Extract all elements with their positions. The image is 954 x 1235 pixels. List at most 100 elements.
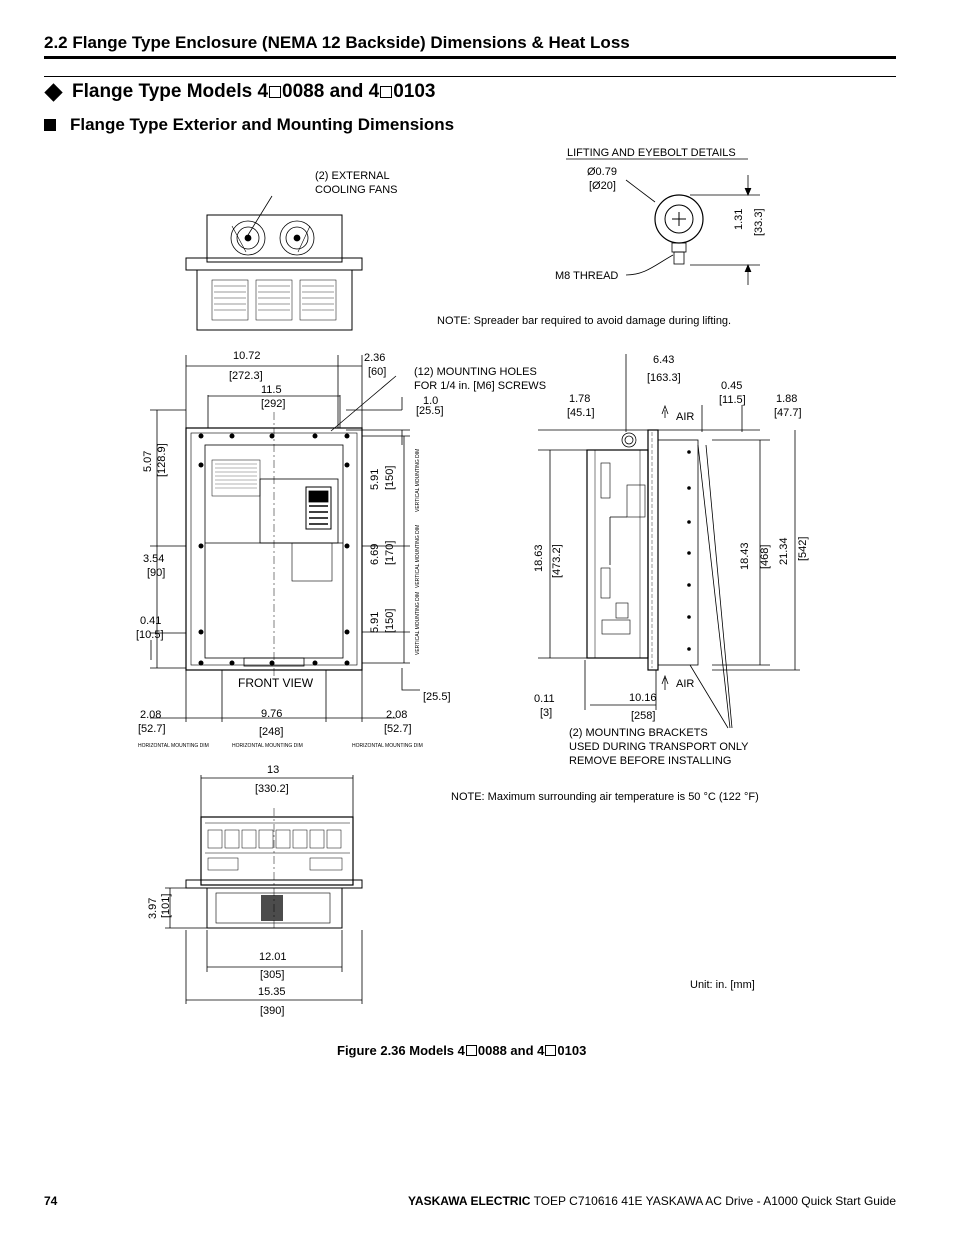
dim-13-mm: [330.2] [255,783,289,795]
dim-18-63: 18.63 [533,544,545,572]
placeholder-box-icon [545,1045,557,1056]
dim-6-43-mm: [163.3] [647,372,681,384]
dim-1-78: 1.78 [569,393,591,405]
dim-10-16-mm: [258] [631,710,656,722]
heading-suffix: 0103 [393,81,436,102]
footer-brand: YASKAWA ELECTRIC [408,1194,531,1208]
caption-prefix: Figure 2.36 Models 4 [337,1043,465,1058]
dim-5-91-lower-mm: [150] [384,608,396,633]
dim-2-08-left-mm: [52.7] [138,723,166,735]
header-rule-thick [44,56,896,59]
dim-1-0: 1.0 [423,395,439,407]
dim-10-72-mm: [272.3] [229,370,263,382]
dim-5-07: 5.07 [142,450,154,472]
dim-21-34: 21.34 [778,537,790,565]
spreader-note: NOTE: Spreader bar required to avoid dam… [437,315,732,327]
m8-thread-label: M8 THREAD [555,270,619,282]
horizontal-mounting-dim-3: HORIZONTAL MOUNTING DIM [352,743,423,749]
dim-9-76: 9.76 [261,708,283,720]
caption-mid: 0088 and 4 [477,1043,545,1058]
dim-25-5-bottom: [25.5] [423,691,451,703]
page-number: 74 [44,1194,58,1208]
dim-2-08-left: 2.08 [140,709,162,721]
air-temperature-note: NOTE: Maximum surrounding air temperatur… [451,791,759,803]
dim-2-08-right-mm: [52.7] [384,723,412,735]
dim-0-11: 0.11 [534,693,555,705]
dim-21-34-mm: [542] [797,536,809,561]
dim-5-91-lower: 5.91 [369,611,381,633]
placeholder-box-icon [269,86,282,98]
dim-1-0-mm: [25.5] [416,405,444,417]
dim-5-91-upper: 5.91 [369,468,381,490]
dim-10-16: 10.16 [629,692,657,704]
vertical-mounting-dim-2: VERTICAL MOUNTING DIM [415,524,421,588]
dim-5-91-upper-mm: [150] [384,465,396,490]
dim-12-01-mm: [305] [260,969,285,981]
dim-11-5-mm: [292] [261,398,286,410]
dim-2-36-mm: [60] [368,366,387,378]
air-bottom-label: AIR [676,678,695,690]
square-bullet-icon [44,119,56,131]
top-view-drawing [185,195,363,331]
dim-0-45: 0.45 [721,380,743,392]
dim-6-69-mm: [170] [384,540,396,565]
caption-suffix: 0103 [557,1043,587,1058]
footer-reference: YASKAWA ELECTRIC TOEP C710616 41E YASKAW… [408,1194,896,1208]
fans-label-1: (2) EXTERNAL [315,170,390,182]
dim-2-08-right: 2.08 [386,709,408,721]
bottom-view-drawing [165,775,363,1004]
subheading-title: Flange Type Exterior and Mounting Dimens… [70,115,455,134]
dim-9-76-mm: [248] [259,726,284,738]
dim-12-01: 12.01 [259,951,287,963]
header-rule-thin [44,76,896,77]
dim-10-72: 10.72 [233,350,261,362]
dim-5-07-mm: [128.9] [156,443,168,477]
placeholder-box-icon [465,1045,477,1056]
dim-1-78-mm: [45.1] [567,407,595,419]
dim-0-41: 0.41 [140,615,162,627]
dim-1-88-mm: [47.7] [774,407,802,419]
dim-15-35: 15.35 [258,986,286,998]
dim-18-43: 18.43 [739,542,751,570]
placeholder-box-icon [380,86,393,98]
dim-3-54: 3.54 [143,553,165,565]
eye-diameter-mm: [Ø20] [589,180,616,192]
dim-0-41-mm: [10.5] [136,629,164,641]
eye-height-mm: [33.3] [753,208,765,236]
brackets-label-3: REMOVE BEFORE INSTALLING [569,755,732,767]
eyebolt-drawing [566,158,760,285]
horizontal-mounting-dim-2: HORIZONTAL MOUNTING DIM [232,743,303,749]
brackets-label-2: USED DURING TRANSPORT ONLY [569,741,749,753]
dim-3-54-mm: [90] [147,567,166,579]
models-heading: Flange Type Models 4 0088 and 4 0103 [44,81,435,103]
eye-height: 1.31 [733,208,745,230]
figure-caption: Figure 2.36 Models 4 0088 and 4 0103 [337,1043,586,1058]
holes-label-2: FOR 1/4 in. [M6] SCREWS [414,380,547,392]
dim-0-11-mm: [3] [540,707,553,719]
brackets-label-1: (2) MOUNTING BRACKETS [569,727,708,739]
holes-label-1: (12) MOUNTING HOLES [414,366,537,378]
dim-2-36: 2.36 [364,352,386,364]
vertical-mounting-dim-1: VERTICAL MOUNTING DIM [415,448,421,512]
air-top-label: AIR [676,411,695,423]
fans-label-2: COOLING FANS [315,184,398,196]
dim-18-63-mm: [473.2] [551,544,563,578]
vertical-mounting-dim-3: VERTICAL MOUNTING DIM [415,591,421,655]
dim-0-45-mm: [11.5] [719,394,746,406]
side-view-drawing [538,354,800,729]
dimensions-subheading: Flange Type Exterior and Mounting Dimens… [44,115,454,135]
dim-15-35-mm: [390] [260,1005,285,1017]
heading-prefix: Flange Type Models 4 [72,81,269,102]
lifting-title: LIFTING AND EYEBOLT DETAILS [567,147,736,159]
footer-doc-ref: TOEP C710616 41E YASKAWA AC Drive - A100… [530,1194,896,1208]
front-view-drawing [150,355,420,722]
unit-label: Unit: in. [mm] [690,979,755,991]
horizontal-mounting-dim-1: HORIZONTAL MOUNTING DIM [138,743,209,749]
heading-mid: 0088 and 4 [282,81,380,102]
dim-3-97-mm: [101] [160,893,172,918]
dim-6-43: 6.43 [653,354,675,366]
section-header: 2.2 Flange Type Enclosure (NEMA 12 Backs… [44,33,630,52]
dim-11-5: 11.5 [261,384,282,396]
dim-13: 13 [267,764,280,776]
